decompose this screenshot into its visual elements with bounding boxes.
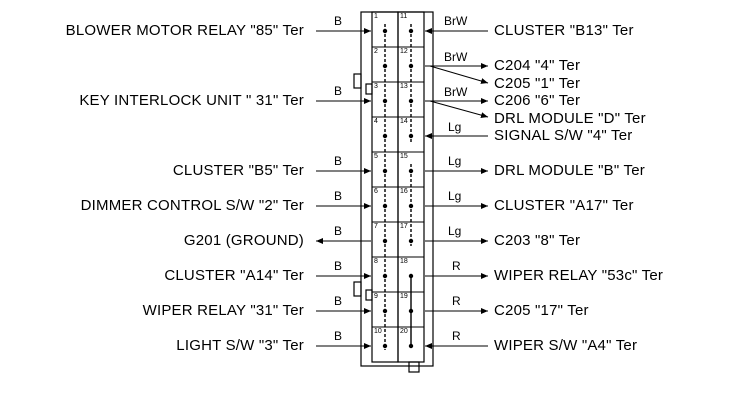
wire-right-12b <box>429 65 489 84</box>
wire-color-label: BrW <box>444 14 468 28</box>
terminal-label-right: WIPER RELAY "53c" Ter <box>494 267 664 284</box>
wire-color-label: B <box>334 294 343 308</box>
terminal-label-left: G201 (GROUND) <box>183 232 304 249</box>
wire-color-label: BrW <box>444 85 468 99</box>
pin-number: 13 <box>400 83 408 90</box>
terminal-label-left: CLUSTER "A14" Ter <box>164 267 304 284</box>
wire-color-label: B <box>334 84 343 98</box>
wire-color-label: B <box>334 224 343 238</box>
terminal-label-right: SIGNAL S/W "4" Ter <box>494 127 633 144</box>
terminal-label-right: DRL MODULE "B" Ter <box>494 162 645 179</box>
wire-color-label: B <box>334 329 343 343</box>
pin-number: 19 <box>400 293 408 300</box>
terminal-label-left: CLUSTER "B5" Ter <box>172 162 304 179</box>
terminal-label-left: LIGHT S/W "3" Ter <box>176 337 304 354</box>
pin-number: 8 <box>374 258 378 265</box>
terminal-label-right: C205 "1" Ter <box>494 75 581 92</box>
terminal-label-right: C205 "17" Ter <box>494 302 589 319</box>
pin-number: 2 <box>374 48 378 55</box>
wire-color-label: B <box>334 189 343 203</box>
pin-number: 16 <box>400 188 408 195</box>
latch-upper <box>353 73 362 89</box>
wire-color-label: R <box>452 329 461 343</box>
latch-lower <box>353 281 362 297</box>
pin-number: 20 <box>400 328 408 335</box>
wire-color-label: Lg <box>448 120 462 134</box>
terminal-label-right: WIPER S/W "A4" Ter <box>494 337 638 354</box>
key-tab <box>408 361 420 373</box>
wire-color-label: B <box>334 259 343 273</box>
wire-color-label: R <box>452 259 461 273</box>
wire-right-13b <box>429 100 489 119</box>
pin-number: 17 <box>400 223 408 230</box>
terminal-label-left: BLOWER MOTOR RELAY "85" Ter <box>65 22 304 39</box>
pin-number: 10 <box>374 328 382 335</box>
terminal-label-right: DRL MODULE "D" Ter <box>494 110 646 127</box>
latch-lower-inner <box>365 289 373 301</box>
pin-dots <box>382 28 414 349</box>
wire-color-label: B <box>334 154 343 168</box>
pin-number: 1 <box>374 13 378 20</box>
terminal-label-right: CLUSTER "B13" Ter <box>494 22 634 39</box>
pin-number: 3 <box>374 83 378 90</box>
wire-color-label: R <box>452 294 461 308</box>
pin-number: 6 <box>374 188 378 195</box>
pin-number: 18 <box>400 258 408 265</box>
row-separators <box>372 46 424 328</box>
wire-color-label: Lg <box>448 224 462 238</box>
terminal-label-right: CLUSTER "A17" Ter <box>494 197 634 214</box>
wire-color-label: B <box>334 14 343 28</box>
pin-number: 4 <box>374 118 378 125</box>
wire-color-label: Lg <box>448 154 462 168</box>
terminal-label-left: DIMMER CONTROL S/W "2" Ter <box>80 197 304 214</box>
latch-upper-inner <box>365 83 373 95</box>
connector-body <box>353 11 434 373</box>
right-wires <box>425 28 489 349</box>
terminal-label-right: C206 "6" Ter <box>494 92 581 109</box>
left-wires <box>316 28 371 349</box>
pin-number: 5 <box>374 153 378 160</box>
pin-number: 9 <box>374 293 378 300</box>
wire-color-label: Lg <box>448 189 462 203</box>
pin-number: 14 <box>400 118 408 125</box>
terminal-label-right: C204 "4" Ter <box>494 57 581 74</box>
pin-number: 15 <box>400 153 408 160</box>
terminal-label-left: KEY INTERLOCK UNIT " 31" Ter <box>79 92 304 109</box>
terminal-label-left: WIPER RELAY "31" Ter <box>142 302 304 319</box>
pin-number: 12 <box>400 48 408 55</box>
wire-color-label: BrW <box>444 50 468 64</box>
terminal-label-right: C203 "8" Ter <box>494 232 581 249</box>
pin-number: 7 <box>374 223 378 230</box>
pin-number: 11 <box>400 13 408 20</box>
